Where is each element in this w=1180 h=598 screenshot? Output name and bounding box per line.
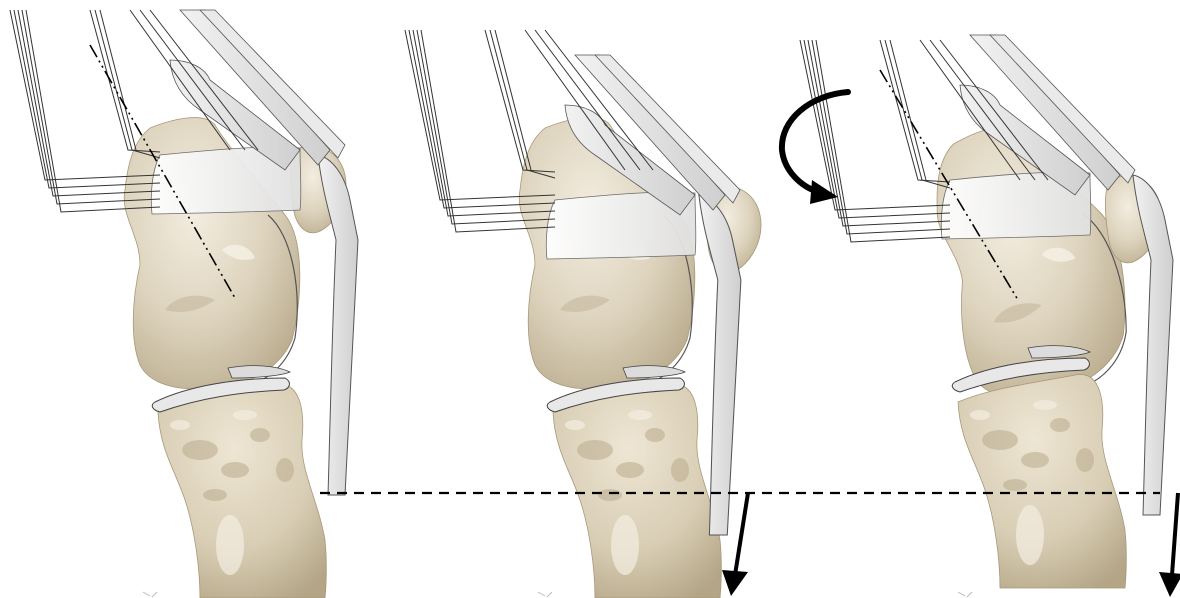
tibia <box>158 384 326 598</box>
panel-neutral <box>10 10 358 598</box>
panel-tendon-pulled <box>405 30 761 598</box>
downward-pull-arrow-icon <box>1159 493 1180 597</box>
panel-tilted <box>800 35 1173 588</box>
tibia <box>958 374 1126 588</box>
tibia <box>553 384 721 598</box>
